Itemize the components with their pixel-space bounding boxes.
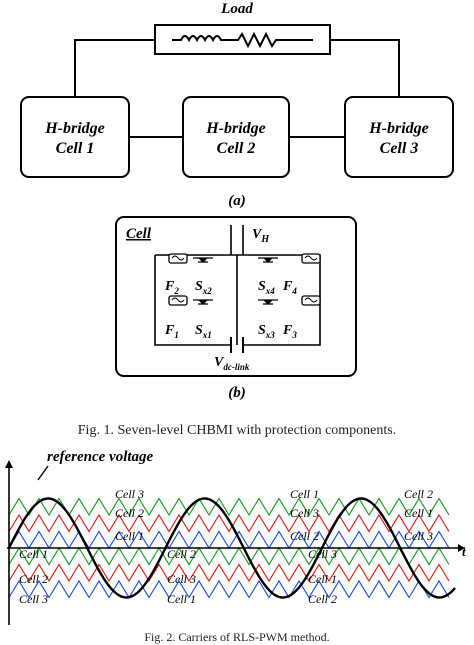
carrier-band-1 xyxy=(8,497,450,517)
carrier-label-bottom: Cell 1 xyxy=(167,592,196,606)
igbt-icon xyxy=(193,299,213,305)
igbt-icon xyxy=(258,299,278,305)
carrier-label-top: Cell 1 xyxy=(404,506,433,520)
figure-2-caption: Fig. 2. Carriers of RLS-PWM method. xyxy=(144,630,330,644)
carrier-label-top: Cell 3 xyxy=(290,506,319,520)
cell-3-line2: Cell 3 xyxy=(380,140,419,157)
carrier-label-top: Cell 2 xyxy=(290,529,319,543)
switch-top-left xyxy=(168,253,213,264)
carrier-label-bottom: Cell 2 xyxy=(167,547,196,561)
carrier-label-top: Cell 2 xyxy=(404,487,433,501)
carrier-label-bottom: Cell 2 xyxy=(308,592,337,606)
cell-box-3: H-bridge Cell 3 xyxy=(344,96,454,178)
sx3-label: Sx3 xyxy=(258,323,275,340)
carrier-label-top: Cell 2 xyxy=(115,506,144,520)
load-rl-symbol xyxy=(172,31,313,49)
cell-box-2: H-bridge Cell 2 xyxy=(182,96,290,178)
f4-label: F4 xyxy=(282,279,297,296)
f1-label: F1 xyxy=(164,323,179,340)
sx4-label: Sx4 xyxy=(258,279,275,296)
igbt-icon xyxy=(193,257,213,263)
carrier-label-bottom: Cell 1 xyxy=(19,547,48,561)
igbt-icon xyxy=(258,257,278,263)
vdc-label: Vdc-link xyxy=(214,355,250,372)
switch-top-right xyxy=(258,253,321,264)
carrier-band-3 xyxy=(8,530,450,550)
carrier-band-5 xyxy=(8,563,450,583)
vh-label: VH xyxy=(252,227,270,245)
carrier-label-bottom: Cell 3 xyxy=(308,547,337,561)
f2-label: F2 xyxy=(164,279,179,296)
f3-label: F3 xyxy=(282,323,297,340)
carrier-label-top: Cell 3 xyxy=(404,529,433,543)
carrier-label-bottom: Cell 3 xyxy=(167,572,196,586)
label-b: (b) xyxy=(228,385,246,401)
capacitor-icon xyxy=(230,337,244,353)
time-label: t xyxy=(462,544,466,559)
switch-bottom-right xyxy=(258,295,321,306)
label-a: (a) xyxy=(228,193,246,209)
reference-voltage-wave xyxy=(7,497,456,599)
load-label: Load xyxy=(220,1,253,17)
cell-box-1: H-bridge Cell 1 xyxy=(20,96,130,178)
carrier-label-bottom: Cell 2 xyxy=(19,572,48,586)
carrier-label-top: Cell 3 xyxy=(115,487,144,501)
carrier-label-bottom: Cell 1 xyxy=(308,572,337,586)
carrier-band-4 xyxy=(8,546,450,566)
cell-1-line1: H-bridge xyxy=(44,120,105,137)
carrier-label-top: Cell 1 xyxy=(290,487,319,501)
reference-pointer xyxy=(37,465,49,481)
switch-bottom-left xyxy=(168,295,213,306)
cell-2-line1: H-bridge xyxy=(205,120,266,137)
sx1-label: Sx1 xyxy=(195,323,212,340)
carrier-label-bottom: Cell 3 xyxy=(19,592,48,606)
cell-panel-title: Cell xyxy=(126,226,152,242)
circuit-a: Load H-bridge Cell 1 H-bridge Cell 2 H-b… xyxy=(20,1,454,209)
carrier-band-2 xyxy=(8,513,450,533)
circuit-b: Cell VH Vdc-link F2 xyxy=(115,216,357,401)
cell-3-line1: H-bridge xyxy=(368,120,429,137)
time-axis-arrow xyxy=(458,544,465,552)
cell-1-line2: Cell 1 xyxy=(56,140,95,157)
figure-1-caption: Fig. 1. Seven-level CHBMI with protectio… xyxy=(77,423,397,438)
vertical-axis-arrow xyxy=(5,460,13,468)
top-wire xyxy=(74,39,400,97)
carrier-cell-labels: Cell 3 Cell 2 Cell 1 Cell 1 Cell 3 Cell 2 Cell… xyxy=(19,487,433,606)
vh-terminals xyxy=(230,225,244,255)
sx2-label: Sx2 xyxy=(195,279,212,296)
carrier-band-6 xyxy=(8,579,450,599)
carrier-label-top: Cell 1 xyxy=(115,529,144,543)
reference-voltage-label: reference voltage xyxy=(47,449,154,465)
cell-2-line2: Cell 2 xyxy=(217,140,256,157)
